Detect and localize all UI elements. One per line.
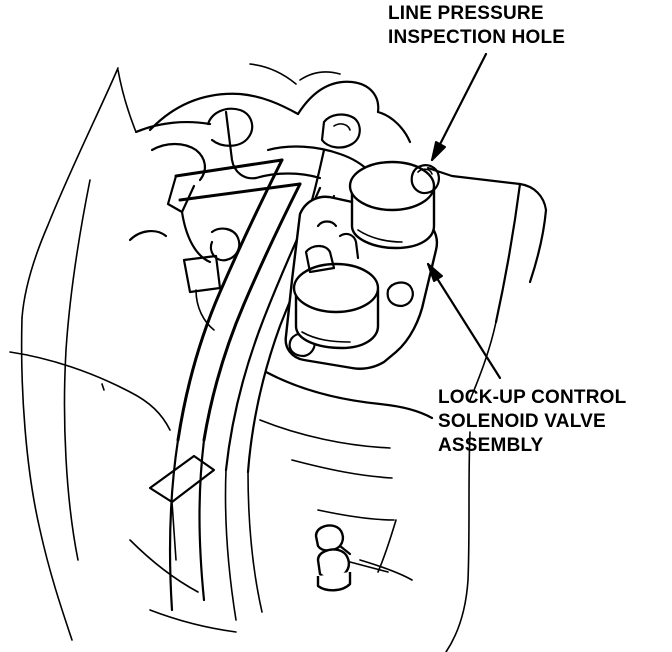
lockup-label-line3: ASSEMBLY [438, 435, 544, 456]
line-pressure-label-line1: LINE PRESSURE [388, 3, 544, 24]
lower-bolts [314, 524, 389, 592]
upper-fittings [150, 107, 372, 182]
upper-cover-edge [134, 63, 412, 144]
line-pressure-plug [410, 164, 440, 195]
solenoid-valve-assembly [284, 148, 439, 370]
line-pressure-label-line2: INSPECTION HOLE [388, 27, 566, 48]
lockup-label-line2: SOLENOID VALVE [438, 411, 606, 432]
lower-bracket [101, 383, 237, 633]
left-housing-curves [9, 67, 171, 641]
line-pressure-inspection-hole-label: LINE PRESSURE INSPECTION HOLE [388, 2, 565, 50]
lockup-solenoid-valve-label: LOCK-UP CONTROL SOLENOID VALVE ASSEMBLY [438, 386, 626, 458]
left-bracket [128, 174, 241, 331]
leader-lines [426, 52, 502, 380]
right-housing [259, 166, 548, 652]
lockup-label-line1: LOCK-UP CONTROL [438, 387, 627, 408]
